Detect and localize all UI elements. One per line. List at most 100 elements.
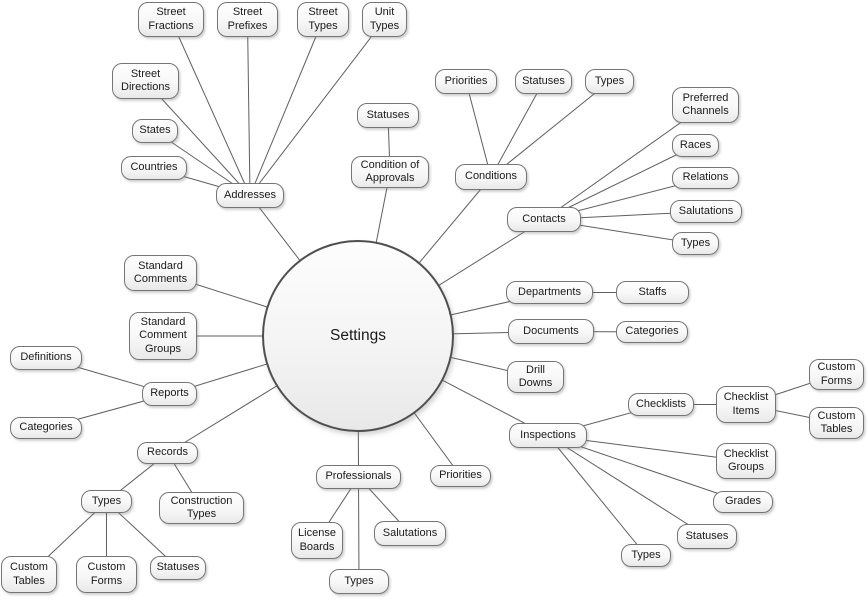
- node-records[interactable]: Records: [137, 442, 198, 464]
- node-departments[interactable]: Departments: [506, 281, 593, 304]
- node-inspections[interactable]: Inspections: [509, 423, 587, 448]
- node-label-insp-types: Types: [631, 548, 661, 561]
- settings-label: Settings: [329, 327, 386, 344]
- node-label-priorities: Priorities: [439, 469, 482, 482]
- node-checklist-groups[interactable]: Checklist Groups: [716, 443, 776, 479]
- node-relations[interactable]: Relations: [672, 167, 739, 189]
- node-label-cond-priorities: Priorities: [444, 74, 488, 87]
- node-street-directions[interactable]: Street Directions: [112, 63, 179, 99]
- node-label-condition-of-approvals: Condition of Approvals: [360, 158, 420, 184]
- edge-conditions--cond-types: [490, 81, 610, 178]
- node-label-countries: Countries: [130, 161, 178, 174]
- node-label-ci-custom-forms: Custom Forms: [817, 361, 856, 387]
- node-label-rec-types: Types: [91, 494, 122, 507]
- node-label-insp-statuses: Statuses: [685, 529, 729, 542]
- node-condition-of-approvals[interactable]: Condition of Approvals: [351, 156, 429, 188]
- node-cont-salutations[interactable]: Salutations: [670, 200, 742, 223]
- node-label-cont-salutations: Salutations: [678, 204, 734, 217]
- node-cond-types[interactable]: Types: [585, 69, 634, 94]
- node-addresses[interactable]: Addresses: [216, 183, 284, 208]
- node-ci-custom-forms[interactable]: Custom Forms: [809, 359, 864, 390]
- node-priorities[interactable]: Priorities: [430, 465, 491, 487]
- node-definitions[interactable]: Definitions: [10, 346, 82, 370]
- node-label-definitions: Definitions: [20, 351, 72, 364]
- node-label-grades: Grades: [724, 495, 762, 508]
- node-rec-types[interactable]: Types: [81, 490, 132, 513]
- node-cond-priorities[interactable]: Priorities: [435, 69, 497, 94]
- edge-contacts--preferred-channels: [543, 104, 706, 220]
- node-preferred-channels[interactable]: Preferred Channels: [672, 87, 739, 123]
- node-cond-statuses[interactable]: Statuses: [515, 69, 572, 94]
- node-label-conditions: Conditions: [465, 170, 517, 183]
- node-contacts[interactable]: Contacts: [507, 207, 581, 232]
- node-rt-custom-tables[interactable]: Custom Tables: [1, 556, 57, 593]
- node-label-races: Races: [679, 138, 712, 151]
- edge-inspections--insp-types: [547, 435, 647, 556]
- node-label-staffs: Staffs: [638, 285, 667, 298]
- node-cont-types[interactable]: Types: [672, 232, 719, 255]
- node-label-professionals: Professionals: [325, 470, 392, 483]
- node-prof-types[interactable]: Types: [329, 569, 389, 594]
- node-label-rt-custom-forms: Custom Forms: [87, 561, 126, 587]
- node-ci-custom-tables[interactable]: Custom Tables: [809, 407, 864, 439]
- node-label-prof-types: Types: [344, 574, 374, 587]
- node-label-checklist-items: Checklist Items: [723, 391, 769, 417]
- node-label-ci-custom-tables: Custom Tables: [817, 409, 856, 435]
- node-reports[interactable]: Reports: [142, 382, 197, 406]
- node-states[interactable]: States: [132, 119, 178, 143]
- node-prof-salutations[interactable]: Salutations: [374, 521, 446, 546]
- node-label-unit-types: Unit Types: [369, 6, 400, 32]
- edge-addresses--street-directions: [145, 80, 251, 196]
- node-label-reports: Reports: [150, 387, 189, 400]
- node-label-contacts: Contacts: [522, 212, 566, 225]
- node-professionals[interactable]: Professionals: [316, 465, 401, 489]
- node-label-preferred-channels: Preferred Channels: [682, 91, 729, 117]
- node-label-cond-types: Types: [594, 74, 625, 87]
- node-drill-downs[interactable]: Drill Downs: [507, 361, 564, 393]
- node-construction-types[interactable]: Construction Types: [159, 492, 244, 524]
- node-staffs[interactable]: Staffs: [616, 281, 689, 304]
- node-label-drill-downs: Drill Downs: [518, 363, 553, 389]
- node-unit-types[interactable]: Unit Types: [362, 2, 407, 37]
- edge-addresses--street-types: [249, 19, 324, 196]
- edge-inspections--insp-statuses: [547, 435, 708, 537]
- node-label-cond-statuses: Statuses: [522, 74, 565, 87]
- node-standard-comment-groups[interactable]: Standard Comment Groups: [129, 312, 197, 360]
- node-label-license-boards: License Boards: [298, 527, 336, 553]
- node-ca-statuses[interactable]: Statuses: [357, 103, 419, 128]
- node-label-standard-comment-groups: Standard Comment Groups: [139, 315, 187, 355]
- node-rt-custom-forms[interactable]: Custom Forms: [76, 556, 137, 593]
- node-street-types[interactable]: Street Types: [297, 2, 349, 37]
- node-conditions[interactable]: Conditions: [455, 164, 527, 190]
- node-label-street-directions: Street Directions: [121, 67, 170, 93]
- node-standard-comments[interactable]: Standard Comments: [124, 255, 197, 291]
- node-insp-statuses[interactable]: Statuses: [677, 524, 737, 549]
- node-checklists[interactable]: Checklists: [628, 393, 694, 416]
- node-grades[interactable]: Grades: [713, 491, 773, 513]
- node-license-boards[interactable]: License Boards: [291, 522, 343, 559]
- edge-conditions--cond-priorities: [465, 81, 492, 178]
- node-label-construction-types: Construction Types: [170, 494, 233, 520]
- node-countries[interactable]: Countries: [121, 156, 187, 180]
- node-insp-types[interactable]: Types: [621, 544, 671, 567]
- node-label-documents: Documents: [523, 324, 579, 337]
- node-label-checklists: Checklists: [635, 397, 687, 410]
- node-label-cont-types: Types: [680, 236, 711, 249]
- node-rep-categories[interactable]: Categories: [10, 417, 82, 439]
- node-label-records: Records: [147, 446, 188, 459]
- node-checklist-items[interactable]: Checklist Items: [716, 386, 776, 423]
- node-label-street-fractions: Street Fractions: [148, 6, 194, 32]
- edge-addresses--unit-types: [249, 19, 385, 196]
- node-doc-categories[interactable]: Categories: [616, 321, 688, 343]
- node-settings[interactable]: Settings: [262, 240, 454, 432]
- node-label-prof-salutations: Salutations: [382, 526, 438, 539]
- node-street-prefixes[interactable]: Street Prefixes: [217, 2, 278, 37]
- node-label-checklist-groups: Checklist Groups: [723, 447, 769, 473]
- node-street-fractions[interactable]: Street Fractions: [138, 2, 204, 37]
- node-rt-statuses[interactable]: Statuses: [150, 556, 206, 580]
- edge-conditions--cond-statuses: [490, 81, 544, 178]
- node-documents[interactable]: Documents: [508, 319, 594, 344]
- node-label-rt-custom-tables: Custom Tables: [10, 561, 48, 587]
- node-races[interactable]: Races: [672, 134, 719, 157]
- node-label-street-types: Street Types: [308, 6, 338, 32]
